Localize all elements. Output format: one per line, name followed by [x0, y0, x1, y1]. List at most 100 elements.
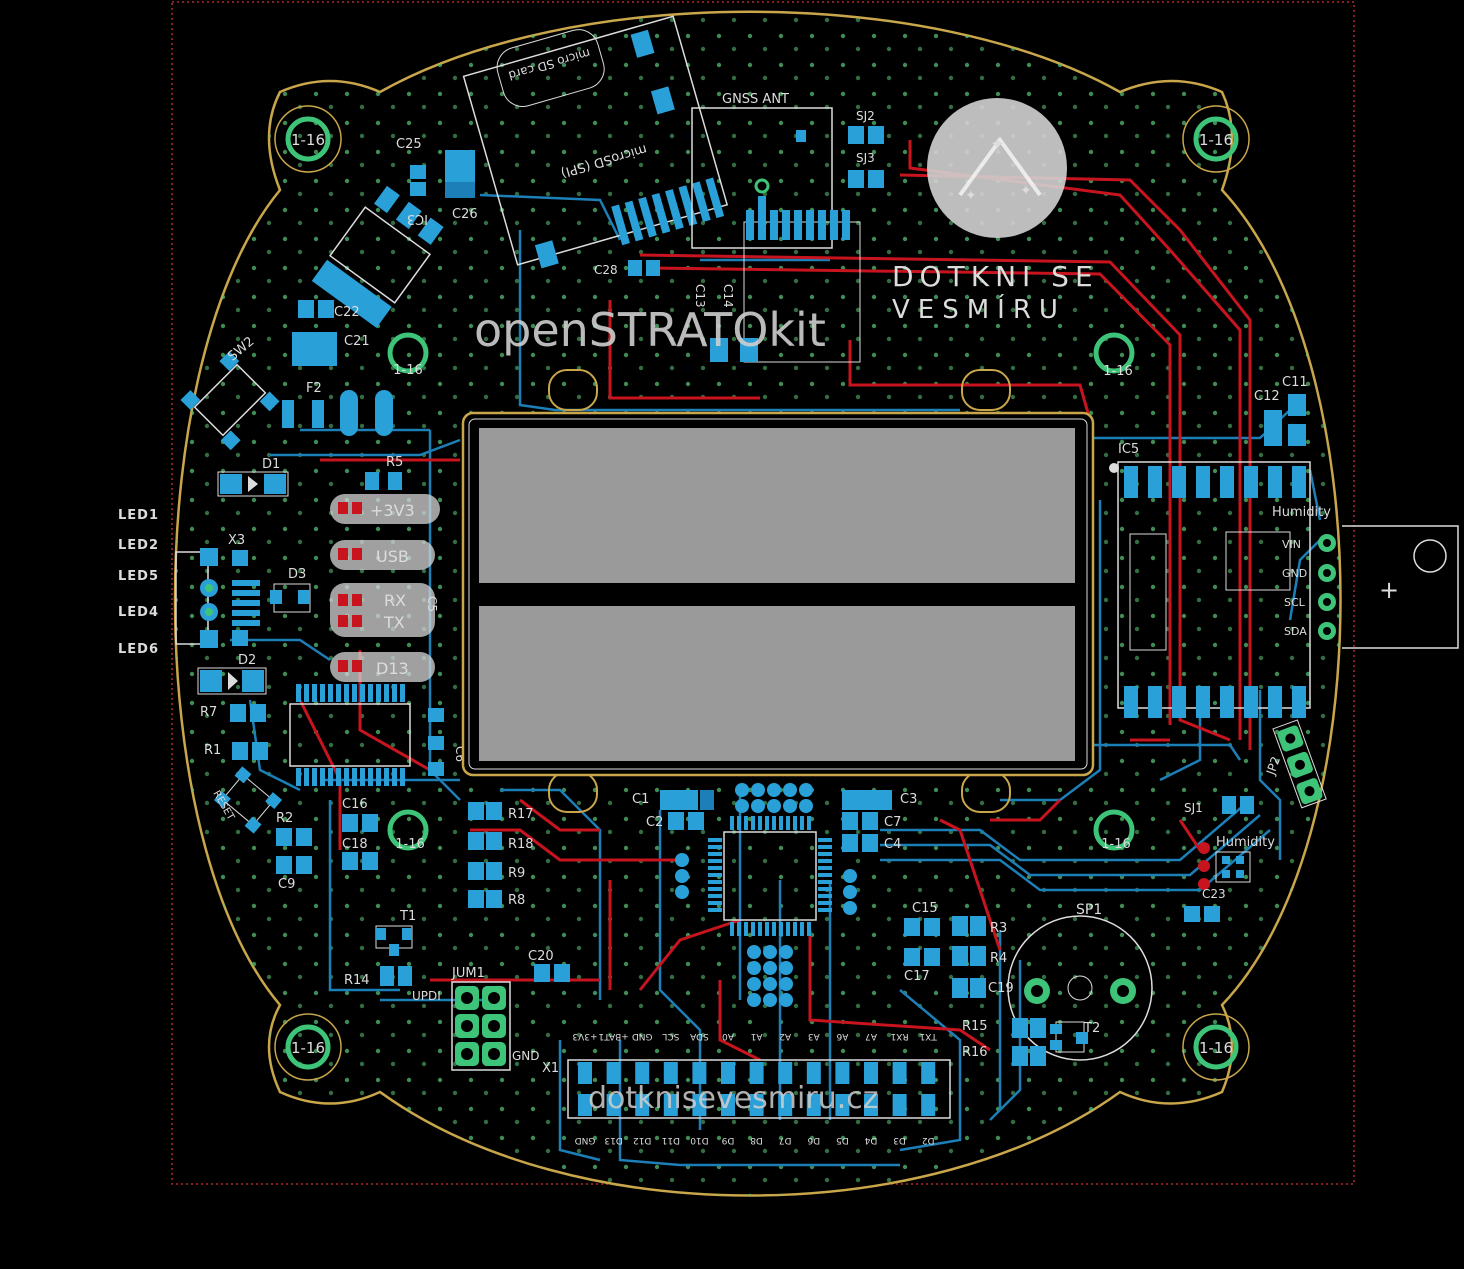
led-indicators: +3V3 USB RX TX D13 — [330, 494, 440, 682]
header-pad — [749, 1062, 764, 1084]
header-bottom-pin-label: D6 — [807, 1135, 820, 1145]
refdes-jp2: JP2 — [1263, 755, 1283, 778]
mount-hole-ilr: 1-16 — [1093, 809, 1135, 852]
refdes-sj3: SJ3 — [856, 151, 875, 165]
jumper-sj1 — [1222, 796, 1254, 814]
refdes-c19: C19 — [988, 981, 1014, 996]
mount-label: 1-16 — [1103, 364, 1133, 379]
label-gnd: GND — [512, 1049, 540, 1063]
header-top-pin-label: +BAT1 — [598, 1031, 628, 1041]
header-pad — [606, 1094, 621, 1116]
header-bottom-pin-label: D3 — [893, 1135, 906, 1145]
header-pad — [578, 1062, 592, 1084]
ext-label-led4: LED4 — [118, 605, 160, 620]
led-label-rx: RX — [384, 591, 406, 610]
header-pad — [635, 1094, 650, 1116]
cap-c2 — [668, 812, 704, 830]
refdes-ic5: IC5 — [1118, 442, 1139, 457]
header-pad — [578, 1094, 592, 1116]
mount-label: 1-16 — [291, 1039, 325, 1057]
refdes-r1: R1 — [204, 743, 221, 758]
header-top-pin-label: SDA — [689, 1031, 708, 1041]
header-bottom-pin-label: D13 — [604, 1135, 622, 1145]
reset-button[interactable] — [213, 766, 283, 834]
header-bottom-pin-label: D8 — [750, 1135, 763, 1145]
refdes-c12: C12 — [1254, 389, 1280, 404]
refdes-c21: C21 — [344, 334, 370, 349]
header-top-pin-label: A3 — [808, 1031, 820, 1041]
cap-c28 — [628, 260, 660, 276]
logo-star-icon: ✦ — [1020, 183, 1032, 199]
header-pad — [635, 1062, 650, 1084]
refdes-t2: T2 — [1083, 1021, 1100, 1036]
refdes-x1: X1 — [542, 1061, 559, 1076]
header-bottom-pin-label: D9 — [721, 1135, 734, 1145]
header-x1 — [567, 1059, 951, 1119]
led-label-tx: TX — [383, 613, 405, 632]
ic3-regulator — [311, 185, 444, 328]
header-pad — [892, 1062, 907, 1084]
header-pad — [864, 1094, 878, 1116]
header-pad — [921, 1062, 936, 1084]
refdes-ic3: IC3 — [407, 211, 428, 226]
refdes-c2: C2 — [646, 815, 663, 830]
mcu-chip — [708, 816, 832, 936]
humidity-pin-scl: SCL — [1284, 596, 1306, 609]
refdes-r14: R14 — [344, 973, 370, 988]
refdes-f2: F2 — [306, 381, 322, 396]
refdes-r2: R2 — [276, 811, 293, 826]
header-pad — [721, 1094, 735, 1116]
diode-d3 — [270, 583, 311, 613]
header-pad — [864, 1062, 878, 1084]
humidity-title: Humidity — [1272, 505, 1331, 520]
res-r5 — [365, 472, 402, 490]
gnss-label: GNSS ANT — [722, 92, 789, 107]
header-bottom-pin-label: D7 — [779, 1135, 792, 1145]
header-top-pin-label: A6 — [836, 1031, 848, 1041]
refdes-r3: R3 — [990, 921, 1007, 936]
led-label-d13: D13 — [376, 659, 409, 678]
mount-hole-br: 1-16 — [1182, 1013, 1250, 1081]
humidity-connector: Humidity VIN GND SCL SDA + — [1272, 505, 1459, 649]
battery-holder — [461, 369, 1095, 813]
header-pad — [749, 1094, 764, 1116]
header-bottom-pin-label: D5 — [836, 1135, 849, 1145]
cap-c21 — [292, 332, 337, 366]
res-r14 — [380, 966, 412, 986]
header-pad — [692, 1094, 707, 1116]
refdes-d2: D2 — [238, 653, 256, 668]
board-title: openSTRATOkit — [474, 303, 826, 357]
refdes-c17: C17 — [904, 969, 930, 984]
mount-hole-ill: 1-16 — [387, 809, 429, 852]
header-bottom-pin-label: D4 — [864, 1135, 877, 1145]
logo-line1: DOTKNI SE — [892, 260, 1099, 293]
logo-star-icon: ✦ — [965, 188, 977, 204]
ext-label-led5: LED5 — [118, 569, 160, 584]
refdes-c1: C1 — [632, 792, 649, 807]
mount-label: 1-16 — [1199, 1039, 1233, 1057]
mounting-holes: 1-16 1-16 1-16 1-16 1-16 1-16 1-16 1-16 — [274, 105, 1250, 1081]
header-top-pin-label: A1 — [751, 1031, 763, 1041]
refdes-c13: C13 — [693, 284, 707, 308]
jumper-jp2 — [1272, 719, 1327, 809]
logo-graphic[interactable]: ✦ ✦ ✦ — [927, 98, 1067, 238]
refdes-r16: R16 — [962, 1045, 988, 1060]
header-pad — [663, 1062, 678, 1084]
humidity-pin-gnd: GND — [1282, 567, 1307, 580]
refdes-c3: C3 — [900, 792, 917, 807]
ext-label-led6: LED6 — [118, 642, 160, 657]
header-top-pin-label: GND — [632, 1031, 653, 1041]
mount-hole-bl: 1-16 — [274, 1013, 342, 1081]
mount-hole-ir: 1-16 — [1093, 332, 1135, 379]
cap-c3 — [842, 790, 892, 810]
res-r16 — [1012, 1046, 1046, 1066]
cap-c18 — [342, 852, 378, 870]
res-r15 — [1012, 1018, 1046, 1038]
header-top-pin-label: +3V3 — [572, 1031, 597, 1041]
diode-d2 — [197, 667, 267, 695]
refdes-c28: C28 — [594, 263, 618, 277]
refdes-c20: C20 — [528, 949, 554, 964]
cap-c19 — [952, 978, 986, 998]
res-column-left — [468, 802, 502, 908]
